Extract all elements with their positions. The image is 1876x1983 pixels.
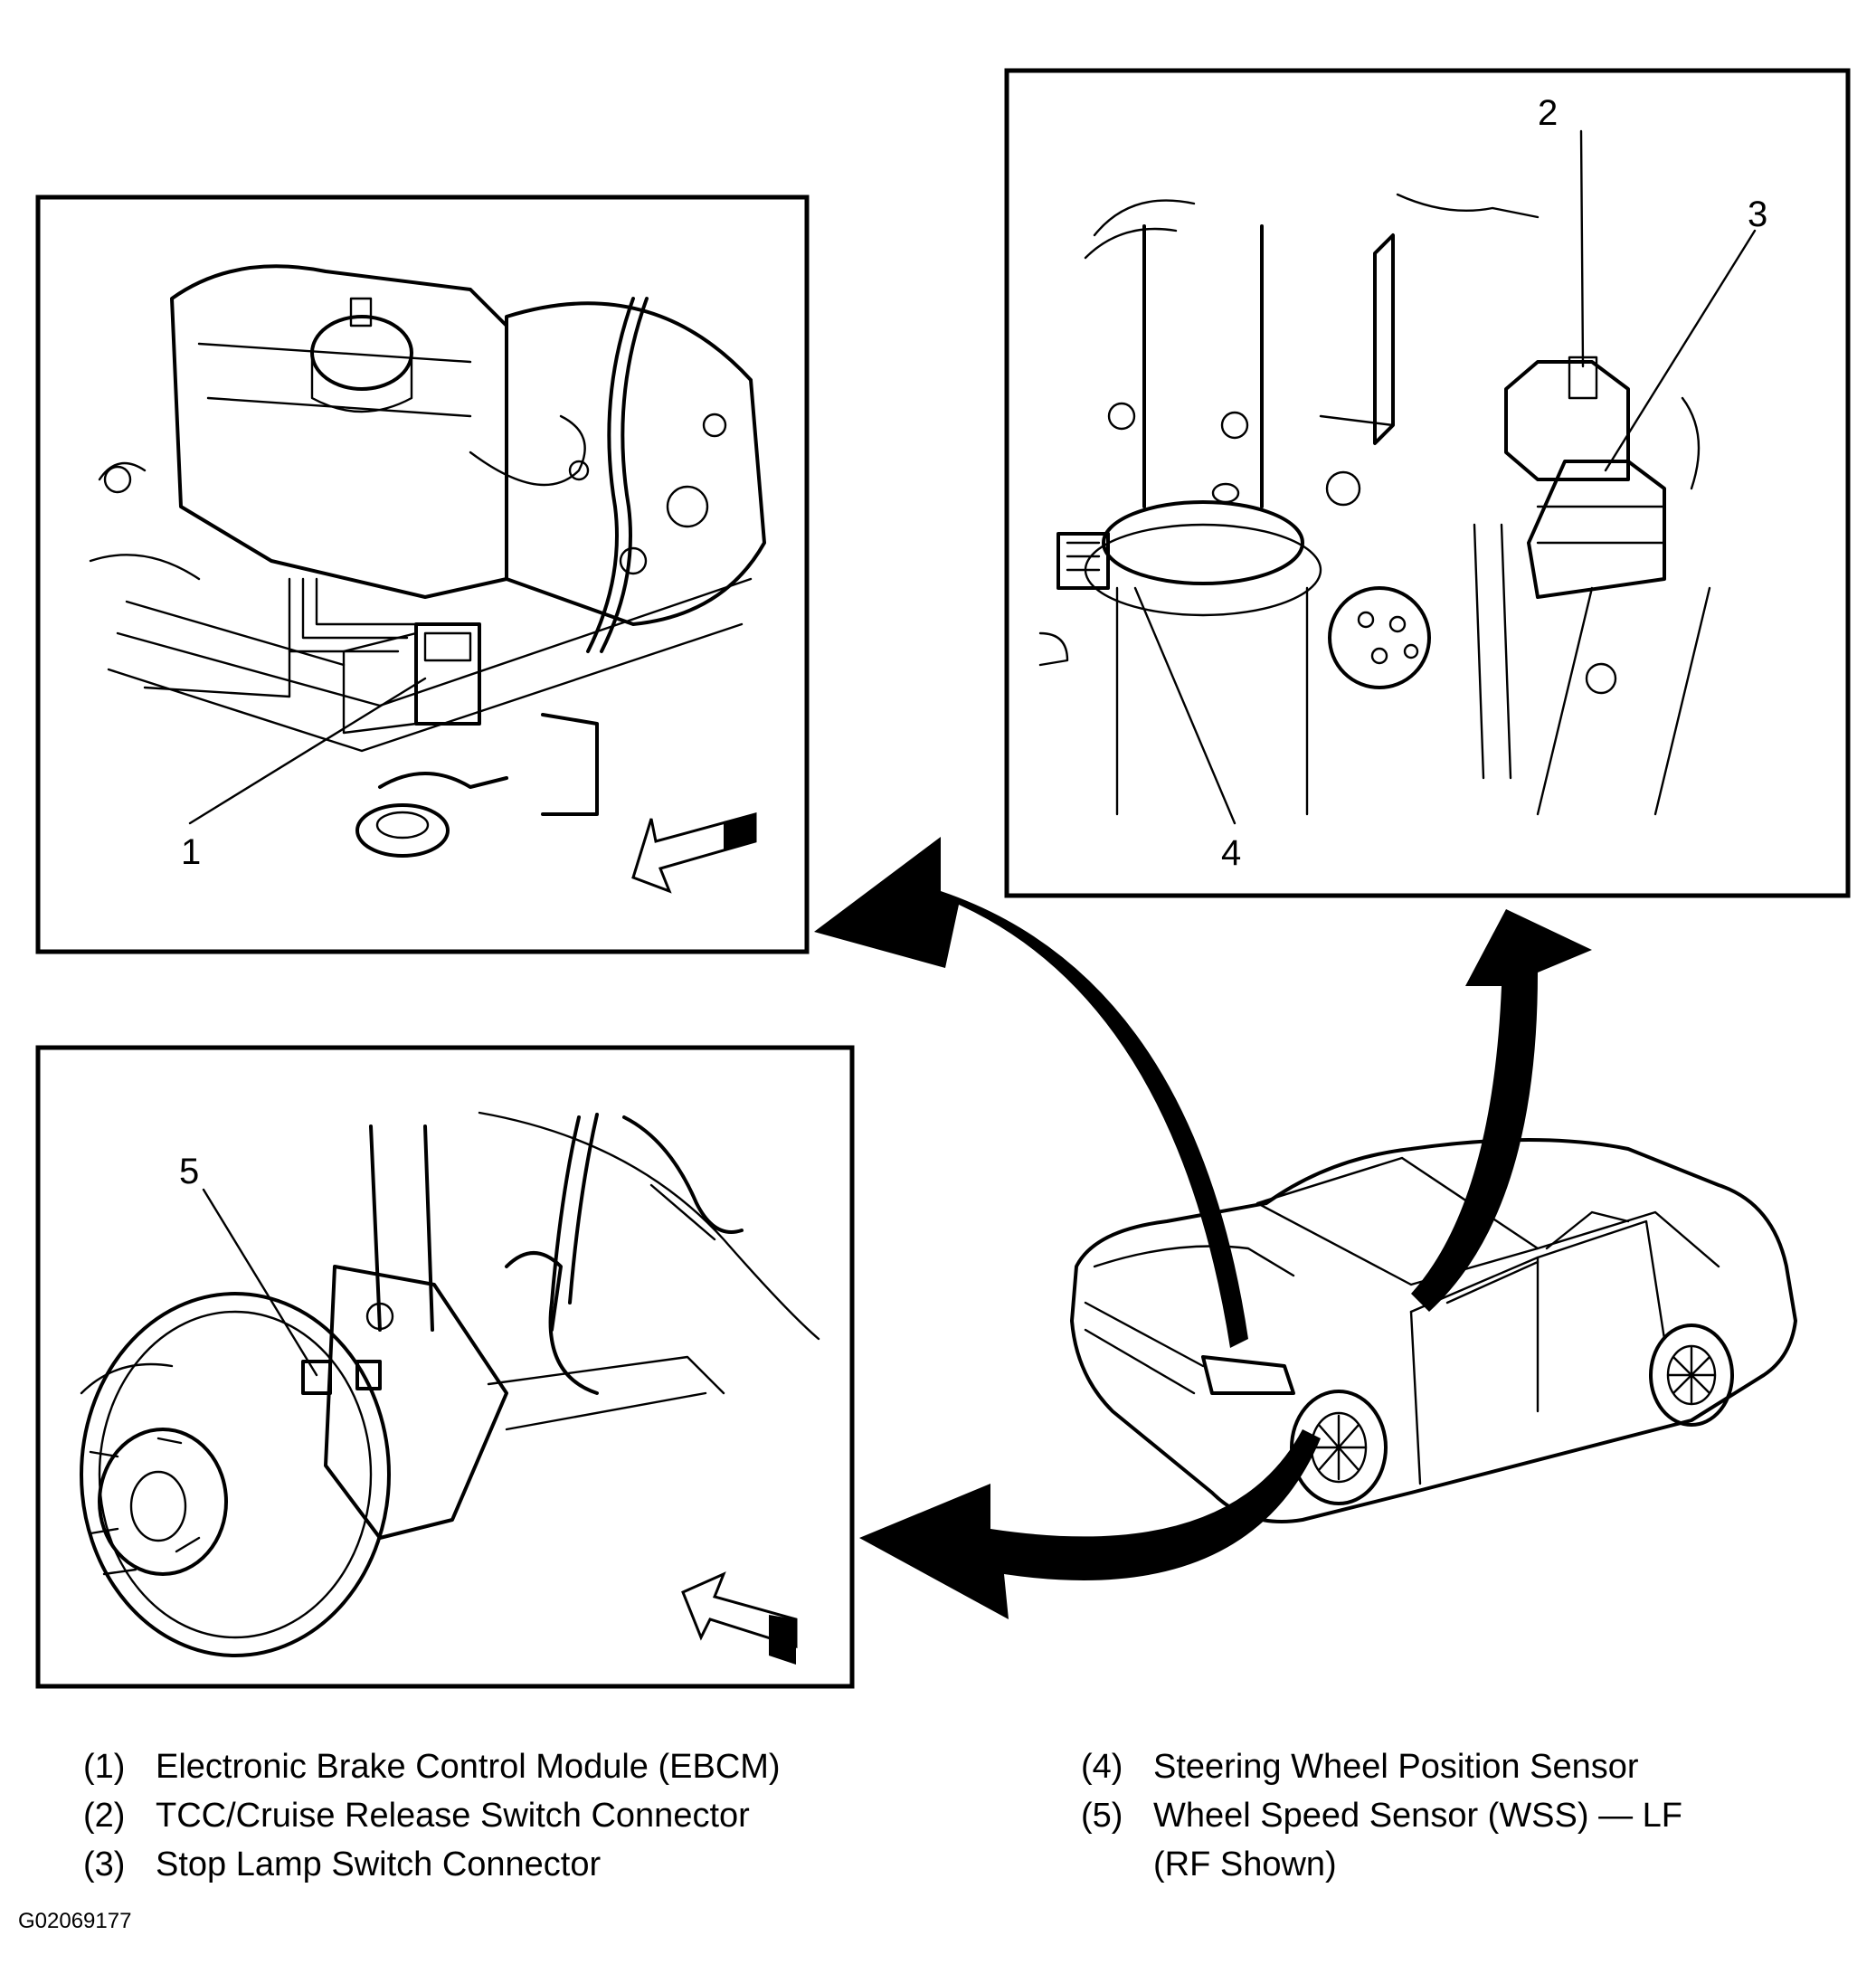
legend-number: (3) [83,1845,126,1883]
legend-number: (1) [83,1748,126,1786]
sedan-vehicle-drawing [1070,1138,1797,1523]
legend-item: (5) Wheel Speed Sensor (WSS) — LF [1081,1791,1682,1840]
legend-item: (4) Steering Wheel Position Sensor [1081,1742,1682,1791]
panel-ebcm: 1 [35,195,810,954]
legend-text: Stop Lamp Switch Connector [156,1845,602,1883]
legend-item: (3) Stop Lamp Switch Connector [83,1840,781,1889]
legend-item-continued: (RF Shown) [1081,1840,1682,1889]
view-direction-arrow-icon [631,812,757,894]
legend-number: (4) [1081,1748,1123,1786]
panel-wheel-speed-sensor: 5 [35,1045,855,1689]
legend-number-spacer [1081,1840,1153,1889]
callout-1: 1 [181,832,201,872]
view-direction-arrow-icon [681,1571,798,1665]
legend-text-continued: (RF Shown) [1153,1845,1337,1883]
legend-text: Wheel Speed Sensor (WSS) — LF [1153,1797,1682,1835]
legend-number: (5) [1081,1797,1123,1835]
view-direction-arrow-icon [814,837,1592,1619]
legend-number: (2) [83,1797,126,1835]
callout-4: 4 [1221,833,1241,873]
legend-right: (4) Steering Wheel Position Sensor (5) W… [1081,1742,1682,1889]
legend-item: (1) Electronic Brake Control Module (EBC… [83,1742,781,1791]
callout-5: 5 [179,1152,199,1191]
figure-id: G02069177 [18,1909,132,1933]
legend-left: (1) Electronic Brake Control Module (EBC… [83,1742,781,1889]
callout-3: 3 [1748,195,1767,234]
engine-compartment-ebcm-drawing: 1 [89,264,766,894]
legend-text: Electronic Brake Control Module (EBCM) [156,1748,781,1786]
panel-steering-column: 2 3 4 [1004,68,1851,898]
legend-text: Steering Wheel Position Sensor [1153,1748,1639,1786]
callout-2: 2 [1538,93,1558,133]
legend-text: TCC/Cruise Release Switch Connector [156,1797,750,1835]
steering-column-connectors-drawing: 2 3 4 [1038,93,1767,873]
legend-item: (2) TCC/Cruise Release Switch Connector [83,1791,781,1840]
front-wheel-hub-wss-drawing: 5 [80,1111,820,1665]
